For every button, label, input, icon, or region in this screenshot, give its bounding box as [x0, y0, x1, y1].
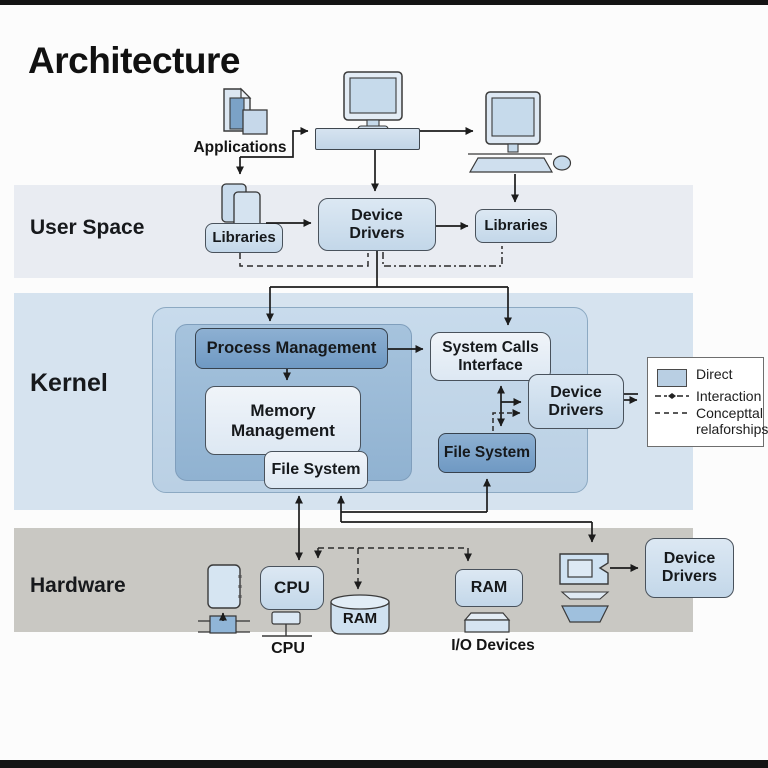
legend-conceptual-label: Concepttal relaforships: [696, 405, 768, 437]
ram-box: RAM: [455, 569, 523, 607]
kernel-label: Kernel: [30, 369, 108, 397]
monitor-icon: [343, 71, 403, 133]
libraries-left-label: Libraries: [212, 228, 276, 246]
device-drivers-user-label: Device Drivers: [349, 206, 405, 242]
libraries-right-label: Libraries: [484, 216, 548, 234]
hardware-label: Hardware: [30, 574, 126, 597]
legend-box: Direct Interaction Concepttal relaforshi…: [647, 357, 768, 447]
file-system-main-label: File System: [271, 461, 361, 479]
io-devices-caption: I/O Devices: [451, 637, 535, 654]
legend-row-direct: Direct: [654, 365, 763, 387]
chip-card-icon: [207, 564, 242, 609]
device-drivers-kernel-label: Device Drivers: [548, 383, 604, 419]
file-system-secondary-box: File System: [438, 433, 536, 473]
books-icon: [221, 183, 261, 234]
system-calls-interface-box: System Calls Interface: [430, 332, 551, 381]
file-system-main-box: File System: [264, 451, 368, 489]
process-management-label: Process Management: [206, 339, 377, 358]
applications-caption: Applications: [193, 139, 287, 156]
user-space-label: User Space: [30, 216, 145, 239]
file-system-secondary-label: File System: [443, 444, 531, 462]
legend-direct-swatch: [654, 368, 690, 387]
device-drivers-kernel-box: Device Drivers: [528, 374, 624, 429]
desktop-computer-icon: [468, 91, 572, 173]
legend-row-interaction: Interaction: [654, 387, 763, 404]
cpu-box-label: CPU: [274, 578, 310, 598]
device-drivers-hardware-label: Device Drivers: [661, 550, 718, 585]
cpu-box: CPU: [260, 566, 324, 610]
legend-conceptual-glyph: [654, 408, 690, 418]
libraries-left-box: Libraries: [205, 223, 283, 253]
top-border-strip: [0, 0, 768, 5]
process-management-box: Process Management: [195, 328, 388, 369]
device-drivers-user-box: Device Drivers: [318, 198, 436, 251]
ram-cylinder-icon: [330, 594, 390, 635]
socket-icon: [198, 615, 250, 634]
legend-interaction-label: Interaction: [696, 387, 762, 404]
io-tray-icon: [463, 612, 511, 633]
legend-interaction-glyph: [654, 391, 690, 401]
bottom-border-strip: [0, 760, 768, 768]
libraries-right-box: Libraries: [475, 209, 557, 243]
legend-row-conceptual: Concepttal relaforships: [654, 405, 768, 437]
memory-management-box: Memory Management: [205, 386, 361, 455]
cpu-chip-pin-icon: [262, 611, 312, 637]
ram-cylinder-label: RAM: [342, 610, 378, 627]
page-title: Architecture: [28, 40, 240, 81]
device-drivers-hardware-box: Device Drivers: [645, 538, 734, 598]
cpu-caption: CPU: [271, 640, 305, 657]
platform-bar: [315, 128, 420, 150]
ram-box-label: RAM: [470, 579, 508, 597]
documents-icon: [223, 87, 268, 135]
system-calls-interface-label: System Calls Interface: [442, 339, 539, 374]
laptop-icon: [559, 553, 610, 623]
legend-direct-label: Direct: [696, 365, 733, 382]
memory-management-label: Memory Management: [231, 401, 335, 440]
